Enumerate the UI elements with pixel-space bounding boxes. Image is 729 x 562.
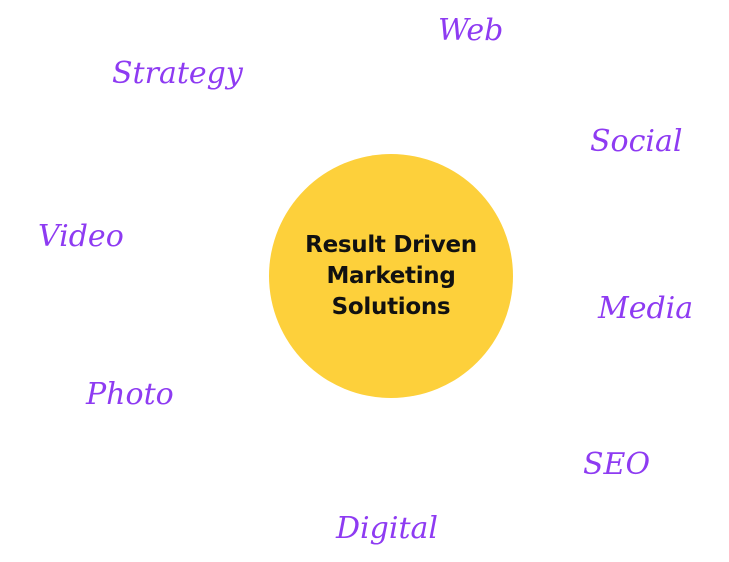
keyword-strategy: Strategy [112, 56, 243, 91]
center-circle: Result Driven Marketing Solutions [269, 154, 513, 398]
keyword-video: Video [38, 219, 124, 254]
center-title: Result Driven Marketing Solutions [305, 231, 477, 320]
keyword-photo: Photo [86, 377, 174, 412]
keyword-web: Web [438, 13, 504, 48]
keyword-media: Media [598, 291, 694, 326]
keyword-digital: Digital [336, 511, 438, 546]
keyword-seo: SEO [583, 447, 651, 482]
keyword-social: Social [590, 124, 683, 159]
